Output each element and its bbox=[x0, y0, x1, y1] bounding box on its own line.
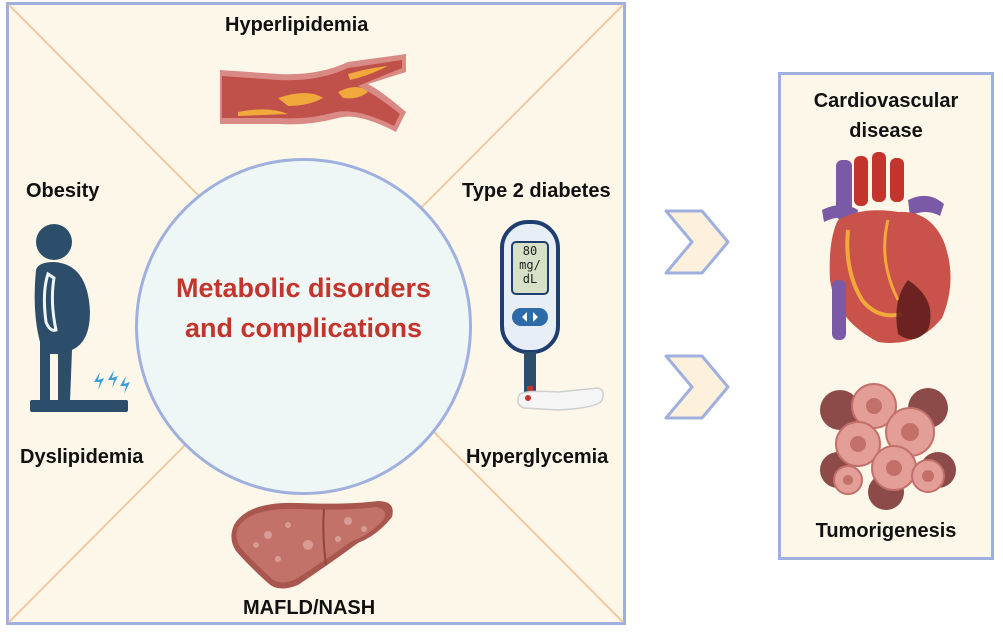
label-cardiovascular: Cardiovascular disease bbox=[778, 86, 994, 146]
person-on-scale-icon bbox=[30, 224, 130, 412]
label-tumorigenesis: Tumorigenesis bbox=[815, 520, 957, 542]
label-cardiovascular-line1: Cardiovascular bbox=[813, 90, 959, 112]
chevron-arrow-icon bbox=[664, 209, 730, 275]
label-hyperlipidemia: Hyperlipidemia bbox=[225, 14, 369, 36]
label-cardiovascular-line2: disease bbox=[849, 120, 923, 142]
label-hyperglycemia: Hyperglycemia bbox=[466, 446, 609, 468]
glucometer-value: 80 bbox=[522, 244, 538, 258]
tumor-cells-icon bbox=[820, 383, 956, 510]
glucometer-reading: 80 mg/ dL bbox=[512, 244, 548, 286]
glucometer-unit-2: dL bbox=[522, 272, 538, 286]
center-title: Metabolic disorders and complications bbox=[135, 268, 472, 348]
label-dyslipidemia: Dyslipidemia bbox=[20, 446, 144, 468]
label-type2-diabetes: Type 2 diabetes bbox=[462, 180, 611, 202]
heart-icon bbox=[822, 152, 951, 343]
center-title-line1: Metabolic disorders bbox=[175, 273, 432, 303]
center-title-line2: and complications bbox=[184, 313, 423, 343]
glucometer-unit-1: mg/ bbox=[519, 258, 541, 272]
label-obesity: Obesity bbox=[26, 180, 100, 202]
label-mafld-nash: MAFLD/NASH bbox=[243, 597, 376, 619]
chevron-arrow-icon-2 bbox=[664, 354, 730, 420]
glucometer-icon bbox=[500, 220, 605, 411]
artery-plaque-icon bbox=[220, 54, 406, 132]
liver-icon bbox=[231, 501, 393, 589]
center-circle bbox=[135, 158, 472, 495]
